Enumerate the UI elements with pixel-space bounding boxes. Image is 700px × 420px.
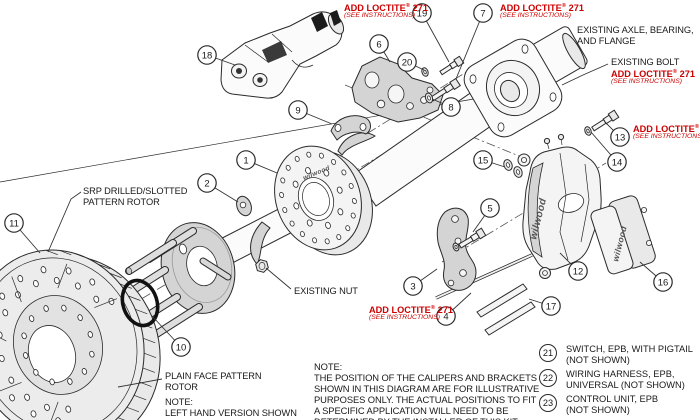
svg-text:14: 14 [612, 157, 623, 168]
legend-item-22: 22 WIRING HARNESS, EPB, UNIVERSAL (NOT SH… [539, 369, 685, 390]
balloon-18: 18 [197, 45, 236, 66]
balloon-10: 10 [151, 315, 191, 357]
svg-text:6: 6 [376, 39, 381, 50]
bracket-radial-small [330, 115, 371, 141]
balloon-20: 20 [397, 52, 425, 72]
rotor-hat-holes [279, 151, 357, 245]
balloon-9: 9 [288, 100, 333, 125]
bracket-crescent-upper [337, 132, 376, 156]
o-ring [120, 278, 160, 328]
label-plain-rotor: PLAIN FACE PATTERN ROTOR [165, 371, 262, 392]
balloon-8: 8 [431, 97, 461, 117]
svg-text:17: 17 [546, 301, 557, 312]
svg-text:3: 3 [410, 281, 415, 292]
balloon-13: 13 [604, 121, 630, 147]
svg-text:18: 18 [202, 50, 213, 61]
caliper-bracket-plate [351, 56, 444, 123]
label-note-left: NOTE: LEFT HAND VERSION SHOWN [165, 397, 297, 418]
svg-text:1: 1 [243, 155, 248, 166]
caliper-body: wilwood [517, 133, 602, 279]
balloon-15: 15 [473, 150, 506, 170]
balloon-7: 7 [455, 3, 493, 80]
legend-text-21: SWITCH, EPB, WITH PIGTAIL (NOT SHOWN) [566, 344, 693, 365]
svg-text:10: 10 [176, 342, 187, 353]
loctite-label-3: ADD LOCTITE® 271(SEE INSTRUCTIONS) [633, 124, 700, 141]
loctite-label-5: ADD LOCTITE® 271(SEE INSTRUCTIONS) [611, 69, 695, 86]
balloon-21: 21 [539, 344, 557, 362]
svg-text:7: 7 [480, 8, 485, 19]
svg-text:4: 4 [443, 311, 448, 322]
balloon-2: 2 [197, 173, 239, 203]
washer-small [421, 67, 429, 77]
svg-text:20: 20 [402, 57, 413, 68]
balloon-4: 4 [436, 292, 472, 326]
balloon-1: 1 [236, 150, 278, 174]
legend-item-21: 21 SWITCH, EPB, WITH PIGTAIL (NOT SHOWN) [539, 344, 693, 365]
mounting-pin [435, 253, 533, 300]
svg-text:15: 15 [478, 155, 489, 166]
loctite-label-2: ADD LOCTITE® 271(SEE INSTRUCTIONS) [500, 3, 584, 20]
label-existing-bolt: EXISTING BOLT [611, 57, 680, 67]
label-leaders [47, 63, 609, 388]
washer-large [424, 92, 434, 104]
caliper-bolt [591, 109, 620, 132]
rotor-hat: wilwood [274, 145, 373, 256]
pad-shims [476, 283, 536, 336]
label-existing-nut: EXISTING NUT [294, 286, 358, 296]
svg-text:12: 12 [573, 266, 584, 277]
balloon-12: 12 [559, 252, 588, 281]
balloon-16: 16 [639, 261, 673, 292]
balloon-19: 19 [412, 3, 450, 63]
balloon-5: 5 [472, 198, 500, 233]
svg-text:8: 8 [448, 102, 453, 113]
balloon-3: 3 [403, 268, 438, 296]
caliper-bolt-washer [584, 126, 592, 136]
bracket-bolt [458, 227, 487, 249]
balloon-17: 17 [528, 296, 561, 316]
svg-text:9: 9 [295, 105, 300, 116]
shim-washers [503, 159, 523, 178]
legend-text-22: WIRING HARNESS, EPB, UNIVERSAL (NOT SHOW… [566, 369, 685, 390]
svg-text:16: 16 [658, 277, 669, 288]
svg-text:2: 2 [204, 178, 209, 189]
label-note-center: NOTE: THE POSITION OF THE CALIPERS AND B… [314, 361, 540, 420]
label-srp-rotor: SRP DRILLED/SLOTTED PATTERN ROTOR [83, 186, 188, 207]
loctite-label-4: ADD LOCTITE® 271(SEE INSTRUCTIONS) [369, 305, 453, 322]
svg-text:13: 13 [615, 132, 626, 143]
legend-text-23: CONTROL UNIT, EPB (NOT SHOWN) [566, 394, 659, 415]
epb-caliper-assembly [220, 10, 345, 99]
svg-text:19: 19 [417, 8, 428, 19]
brake-pads: wilwood [590, 195, 656, 275]
balloon-6: 6 [369, 34, 391, 63]
balloon-23: 23 [539, 394, 557, 412]
balloon-11: 11 [4, 213, 41, 254]
loctite-label-1: ADD LOCTITE® 271(SEE INSTRUCTIONS) [344, 3, 428, 20]
existing-nut-part [255, 259, 269, 273]
svg-text:11: 11 [9, 218, 19, 229]
hub-flange [117, 222, 236, 339]
rotor-drill-pattern [0, 249, 157, 420]
axle-bell-flange [463, 26, 588, 138]
label-existing-axle: EXISTING AXLE, BEARING, AND FLANGE [577, 25, 694, 46]
balloon-14: 14 [590, 131, 627, 172]
balloon-22: 22 [539, 369, 557, 387]
legend-item-23: 23 CONTROL UNIT, EPB (NOT SHOWN) [539, 394, 658, 415]
svg-text:5: 5 [487, 203, 492, 214]
bracket-bolt-washer [452, 242, 460, 252]
mount-bolt-short [439, 55, 465, 76]
